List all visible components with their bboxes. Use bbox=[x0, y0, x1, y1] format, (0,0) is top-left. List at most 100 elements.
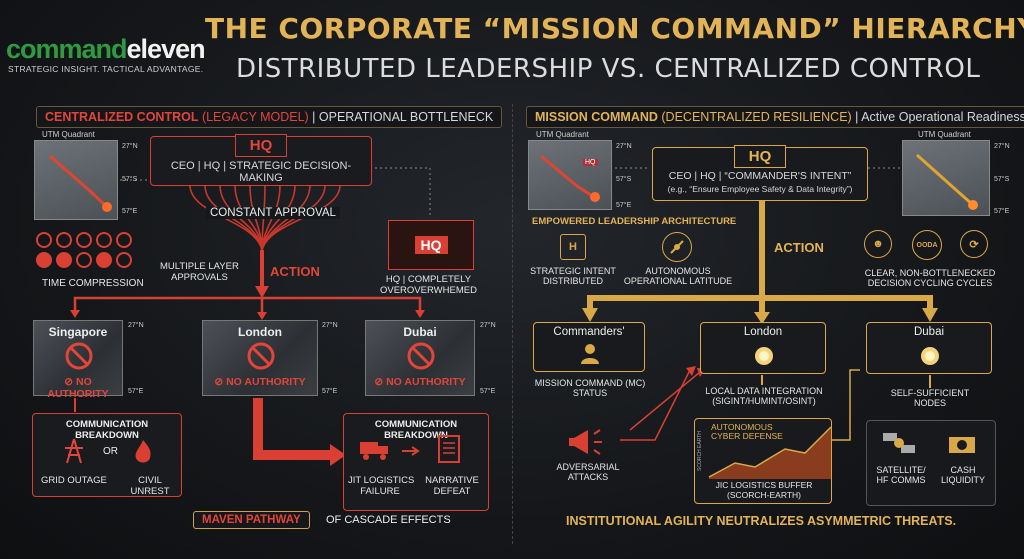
left-coord-mid: 57°S bbox=[122, 176, 138, 183]
coord-mid: 57°S bbox=[616, 176, 632, 183]
jit-failure-label: JIT LOGISTICS FAILURE bbox=[348, 475, 415, 497]
right-map-route bbox=[915, 153, 978, 210]
no-entry-icon bbox=[65, 342, 93, 370]
megaphone-icon bbox=[569, 429, 602, 455]
clock-icon bbox=[96, 252, 112, 268]
adversarial-label: ADVERSARIAL ATTACKS bbox=[556, 462, 620, 483]
city-name: Singapore bbox=[48, 325, 108, 339]
cyber-defense-label: AUTONOMOUS CYBER DEFENSE bbox=[711, 422, 783, 442]
compass-needle bbox=[670, 240, 684, 254]
grid-outage-icon bbox=[65, 438, 83, 464]
city-card-dubai: Dubai ⊘ NO AUTHORITY bbox=[365, 320, 475, 396]
narrative-defeat-label: NARRATIVE DEFEAT bbox=[425, 475, 479, 497]
empowered-architecture: EMPOWERED LEADERSHIP ARCHITECTURE bbox=[532, 216, 737, 227]
right-map-route bbox=[540, 154, 600, 202]
clock-icon bbox=[116, 252, 132, 268]
city-name: London bbox=[238, 325, 282, 339]
satellite-icon bbox=[883, 433, 915, 453]
cascade-effects: OF CASCADE EFFECTS bbox=[326, 514, 451, 526]
left-map-label: UTM Quadrant bbox=[42, 130, 95, 139]
jic-label: JIC LOGISTICS BUFFER (SCORCH-EARTH) bbox=[715, 480, 813, 500]
left-panel-tag: CENTRALIZED CONTROL (LEGACY MODEL) | OPE… bbox=[36, 106, 503, 128]
intent-icon-letter: H bbox=[569, 241, 577, 253]
coord-e: 57°E bbox=[994, 208, 1010, 215]
truck-icon bbox=[360, 442, 388, 460]
node-dubai: Dubai bbox=[866, 322, 992, 374]
strategic-intent-label: STRATEGIC INTENT DISTRIBUTED bbox=[530, 266, 616, 287]
hq-building-label: HQ bbox=[414, 236, 448, 254]
left-hq-box: HQ CEO | HQ | STRATEGIC DECISION-MAKING bbox=[150, 134, 372, 186]
clock-icon bbox=[36, 232, 52, 248]
document-icon bbox=[438, 435, 460, 463]
city-status: ⊘ NO AUTHORITY bbox=[374, 376, 466, 388]
decision-cycles-label: CLEAR, NON-BOTTLENECKED DECISION CYCLING… bbox=[864, 268, 996, 289]
node-name: Dubai bbox=[913, 326, 945, 338]
scorch-earth-graph bbox=[708, 426, 831, 479]
no-entry-icon bbox=[407, 342, 435, 370]
brand-logo: commandeleven bbox=[6, 34, 206, 65]
title-line-2: DISTRIBUTED LEADERSHIP VS. CENTRALIZED C… bbox=[236, 54, 981, 84]
node-glow-icon bbox=[755, 347, 773, 365]
left-tag-red: CENTRALIZED CONTROL bbox=[45, 110, 199, 124]
clock-icon bbox=[76, 252, 92, 268]
coord-n: 27°N bbox=[994, 143, 1010, 150]
coord-e: 57°E bbox=[616, 202, 632, 209]
right-map-label-2: UTM Quadrant bbox=[918, 130, 971, 139]
comm-breakdown-box-2: COMMUNICATION BREAKDOWN JIT LOGISTICS FA… bbox=[343, 413, 489, 511]
time-compression: TIME COMPRESSION bbox=[42, 278, 144, 289]
right-hq-line-1: CEO | HQ | “COMMANDER'S INTENT” bbox=[668, 170, 852, 182]
cash-label: CASH LIQUIDITY bbox=[940, 465, 985, 486]
map-hq-badge: HQ bbox=[583, 159, 598, 166]
left-action-label: ACTION bbox=[270, 264, 320, 279]
hq-building-icon: HQ bbox=[388, 220, 474, 270]
node-glow-icon bbox=[921, 347, 939, 365]
right-hq-box: HQ CEO | HQ | “COMMANDER'S INTENT” (e.g.… bbox=[652, 145, 868, 201]
city-card-singapore: Singapore ⊘ NO AUTHORITY bbox=[33, 320, 123, 400]
right-utm-map-1: HQ bbox=[528, 140, 612, 210]
grid-outage-label: GRID OUTAGE bbox=[41, 475, 107, 486]
right-hq-line-2: (e.g., “Ensure Employee Safety & Data In… bbox=[667, 184, 853, 194]
coord-n: 27°N bbox=[128, 322, 144, 329]
node-name: London bbox=[743, 326, 783, 338]
brand-tagline: STRATEGIC INSIGHT. TACTICAL ADVANTAGE. bbox=[8, 64, 204, 74]
left-coord-e: 57°E bbox=[122, 208, 138, 215]
panel-divider bbox=[512, 104, 513, 544]
right-map-label-1: UTM Quadrant bbox=[536, 130, 589, 139]
self-sufficient-box: SATELLITE/ HF COMMS CASH LIQUIDITY bbox=[866, 420, 996, 506]
civil-unrest-icon bbox=[135, 440, 151, 463]
ooda-icon: OODA bbox=[912, 230, 942, 260]
clock-icon bbox=[96, 232, 112, 248]
jic-buffer-box: AUTONOMOUS CYBER DEFENSE SCORCH EARTH JI… bbox=[694, 418, 832, 504]
left-coord-n: 27°N bbox=[122, 143, 138, 150]
left-map-route bbox=[49, 154, 112, 212]
no-entry-icon bbox=[247, 342, 275, 370]
comm-breakdown-title: COMMUNICATION BREAKDOWN bbox=[374, 419, 458, 441]
coord-n: 27°N bbox=[616, 143, 632, 150]
compass-icon bbox=[662, 232, 692, 262]
satellite-label: SATELLITE/ HF COMMS bbox=[876, 465, 926, 486]
commander-icon: ☻ bbox=[864, 230, 892, 258]
maven-pathway: MAVEN PATHWAY bbox=[193, 511, 310, 529]
brand-name-green: command bbox=[6, 34, 128, 64]
multiple-layer-approvals: MULTIPLE LAYER APPROVALS bbox=[160, 261, 239, 283]
clock-icon bbox=[36, 252, 52, 268]
clock-icon bbox=[116, 232, 132, 248]
person-icon bbox=[581, 344, 599, 364]
constant-approval: CONSTANT APPROVAL bbox=[206, 207, 340, 219]
autonomous-latitude-label: AUTONOMOUS OPERATIONAL LATITUDE bbox=[623, 266, 733, 287]
right-action-label: ACTION bbox=[774, 240, 824, 255]
agility-statement: INSTITUTIONAL AGILITY NEUTRALIZES ASYMME… bbox=[566, 514, 957, 528]
or-label: OR bbox=[103, 446, 118, 457]
strategic-intent-icon: H bbox=[560, 234, 586, 260]
right-panel-tag: MISSION COMMAND (DECENTRALIZED RESILIENC… bbox=[526, 106, 1024, 128]
city-card-london: London ⊘ NO AUTHORITY bbox=[202, 320, 318, 396]
ooda-label: OODA bbox=[916, 241, 938, 249]
comm-breakdown-box-1: COMMUNICATION BREAKDOWN OR GRID OUTAGE C… bbox=[32, 413, 182, 497]
coord-mid: 57°S bbox=[994, 176, 1010, 183]
coord-e: 57°E bbox=[322, 388, 338, 395]
cash-icon bbox=[949, 437, 975, 453]
title-line-1: THE CORPORATE “MISSION COMMAND” HIERARCH… bbox=[205, 12, 1024, 45]
right-hq-title: HQ bbox=[733, 145, 787, 168]
local-data-label: LOCAL DATA INTEGRATION (SIGINT/HUMINT/OS… bbox=[705, 386, 823, 407]
comm-breakdown-title: COMMUNICATION BREAKDOWN bbox=[65, 419, 149, 441]
